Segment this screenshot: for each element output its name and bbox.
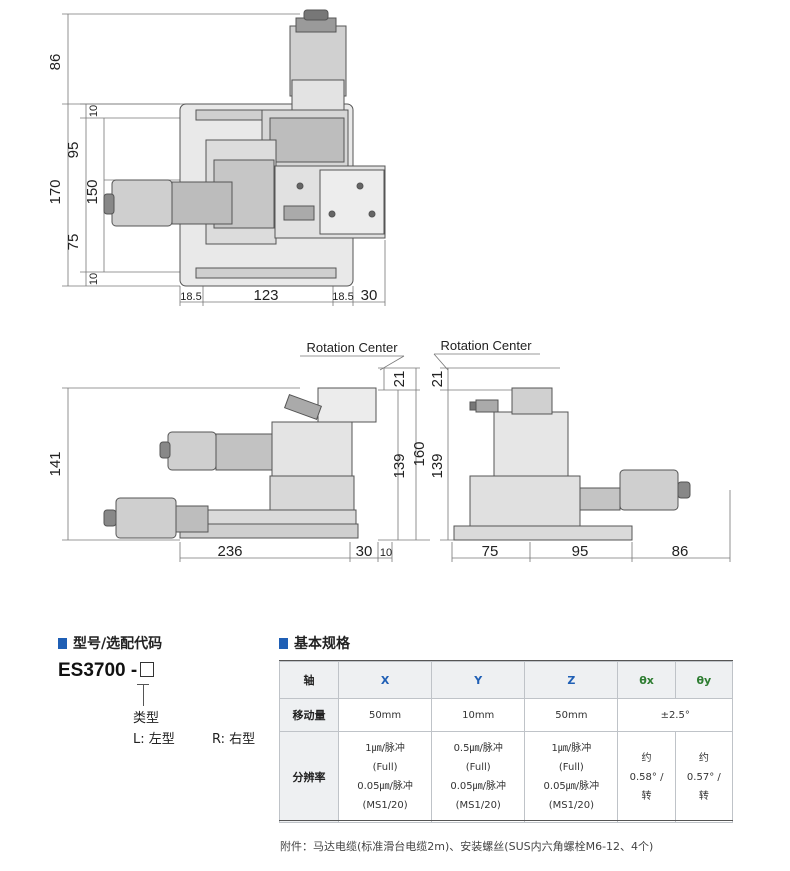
header-z: Z	[524, 661, 619, 699]
header-x: X	[337, 661, 433, 699]
dim-95: 95	[65, 142, 82, 159]
model-code: ES3700 -	[58, 660, 155, 682]
table-bottom-rule	[279, 820, 733, 821]
table-header-row: 轴 X Y Z θx θy	[279, 661, 734, 699]
option-label: 类型	[133, 711, 160, 726]
resolution-theta-y: 约 0.57° / 转	[674, 731, 734, 823]
option-box-icon	[140, 662, 155, 677]
resolution-z: 1㎛/脉冲 (Full) 0.05㎛/脉冲 (MS1/20)	[524, 731, 619, 823]
header-theta-y: θy	[674, 661, 734, 699]
dim-75: 75	[65, 234, 82, 251]
option-left-type: L: 左型	[133, 732, 175, 747]
option-right-type: R: 右型	[212, 732, 256, 747]
option-connector	[143, 684, 144, 706]
top-view-stage	[103, 9, 386, 287]
header-y: Y	[431, 661, 526, 699]
dim-10-bottom: 10	[88, 273, 100, 285]
dim-18-5-right: 18.5	[332, 291, 353, 303]
dim-160: 160	[411, 441, 428, 466]
right-side-view	[453, 387, 691, 541]
spec-table: 轴 X Y Z θx θy 移动量 50mm 10mm 50mm ±2.5° 分…	[279, 661, 734, 823]
dim-21-right: 21	[429, 371, 446, 388]
resolution-label: 分辨率	[279, 731, 339, 823]
dim-10-top: 10	[88, 105, 100, 117]
dim-139-right: 139	[429, 453, 446, 478]
table-row: 分辨率 1㎛/脉冲 (Full) 0.05㎛/脉冲 (MS1/20) 0.5㎛/…	[279, 731, 734, 823]
travel-z: 50mm	[524, 698, 619, 732]
travel-x: 50mm	[337, 698, 433, 732]
section-marker-icon	[279, 637, 288, 649]
dim-75-side: 75	[482, 543, 499, 560]
left-side-view	[103, 387, 377, 539]
side-views-drawing: Rotation Center Rotation Center 141 23	[47, 338, 731, 562]
travel-label: 移动量	[279, 698, 339, 732]
dim-141: 141	[47, 451, 64, 476]
dim-236: 236	[217, 543, 242, 560]
dim-123: 123	[253, 287, 278, 304]
dim-10-side: 10	[380, 547, 392, 559]
top-view-drawing: 86 10 95 170 150 75 10 18.5 123 18.5 30	[47, 9, 386, 306]
accessory-note: 附件：马达电缆(标准滑台电缆2m)、安装螺丝(SUS内六角螺栓M6-12、4个)	[280, 840, 654, 853]
dim-30-side: 30	[356, 543, 373, 560]
spec-section-title: 基本规格	[279, 633, 350, 653]
dim-86-side: 86	[672, 543, 689, 560]
dim-86: 86	[47, 54, 64, 71]
table-row: 移动量 50mm 10mm 50mm ±2.5°	[279, 698, 733, 732]
dim-95-side: 95	[572, 543, 589, 560]
rotation-center-left-label: Rotation Center	[306, 340, 398, 355]
dim-18-5-left: 18.5	[180, 291, 201, 303]
model-section-title: 型号/选配代码	[58, 633, 162, 653]
dim-30: 30	[361, 287, 378, 304]
resolution-x: 1㎛/脉冲 (Full) 0.05㎛/脉冲 (MS1/20)	[337, 731, 433, 823]
dim-150: 150	[84, 179, 101, 204]
rotation-center-right-label: Rotation Center	[440, 338, 532, 353]
travel-theta: ±2.5°	[617, 698, 733, 732]
dim-21-left: 21	[391, 371, 408, 388]
resolution-y: 0.5㎛/脉冲 (Full) 0.05㎛/脉冲 (MS1/20)	[431, 731, 526, 823]
resolution-theta-x: 约 0.58° / 转	[617, 731, 676, 823]
header-axis: 轴	[279, 661, 339, 699]
dim-139-left: 139	[391, 453, 408, 478]
travel-y: 10mm	[431, 698, 526, 732]
dim-170: 170	[47, 179, 64, 204]
section-marker-icon	[58, 637, 67, 649]
option-connector-top	[137, 684, 149, 685]
header-theta-x: θx	[617, 661, 676, 699]
